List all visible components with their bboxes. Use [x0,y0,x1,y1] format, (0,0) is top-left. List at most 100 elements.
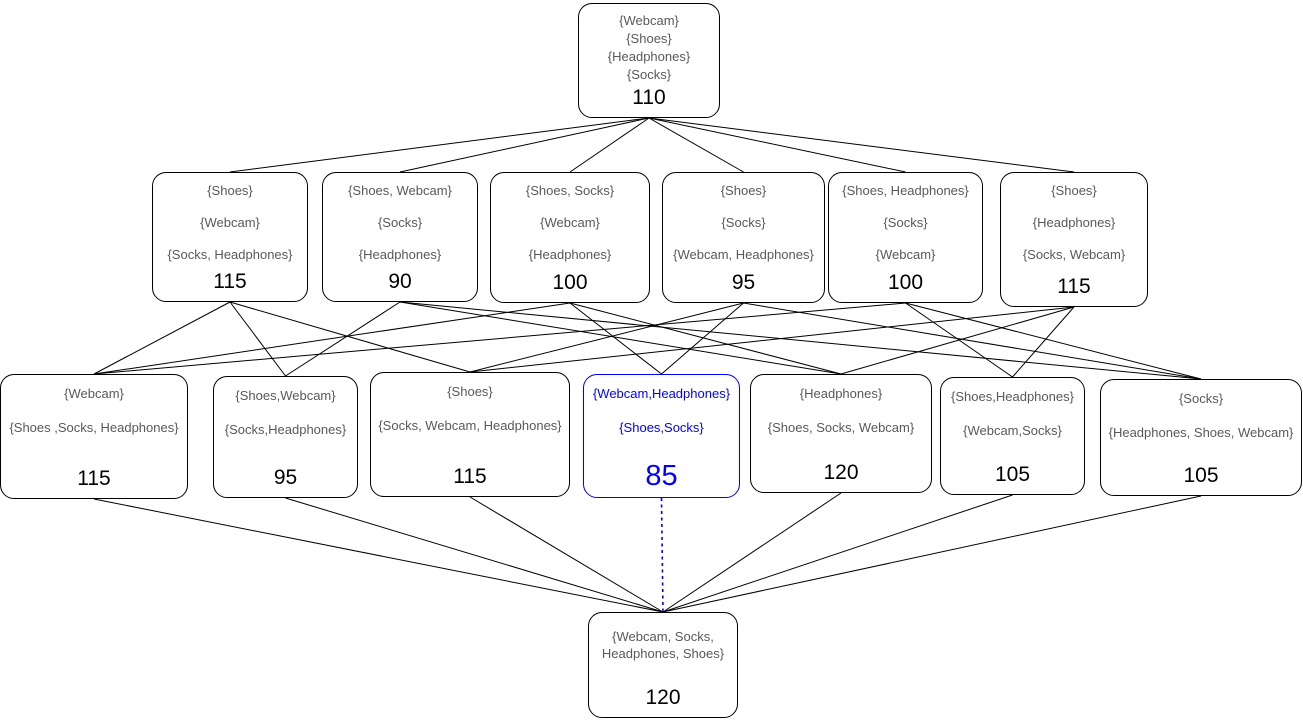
group-label: {Shoes,Socks} [619,420,704,435]
edge-line [285,301,401,377]
node-group-list: {Shoes, Headphones}{Socks}{Webcam} [829,173,982,262]
node-cost-highlighted: 85 [645,460,678,492]
node-cost: 100 [887,271,924,294]
group-label: {Webcam, Headphones} [673,247,814,262]
group-label: {Webcam} [875,247,936,262]
group-label: {Webcam,Socks} [963,423,1062,438]
partition-node-d[interactable]: {Shoes} {Socks} {Webcam, Headphones} 95 [662,172,825,303]
group-label: {Shoes,Headphones} [951,389,1074,404]
edge-line [93,302,571,375]
edge-line [93,301,231,375]
partition-node-n1[interactable]: {Webcam} {Shoes ,Socks, Headphones} 115 [0,374,188,499]
node-group-list: {Webcam}{Shoes}{Headphones}{Socks} [579,4,719,83]
group-label: {Shoes} [1051,183,1097,198]
node-cost: 120 [645,686,681,709]
partition-node-f[interactable]: {Shoes} {Headphones} {Socks, Webcam} 115 [1000,172,1148,307]
node-cost: 115 [453,465,487,488]
edge-line [662,492,842,613]
partition-node-e[interactable]: {Shoes, Headphones}{Socks}{Webcam}100 [828,172,983,303]
partition-node-n7[interactable]: {Socks} {Headphones, Shoes, Webcam} 105 [1100,379,1302,496]
partition-node-n2[interactable]: {Shoes,Webcam}{Socks,Headphones}95 [213,376,358,498]
edge-line [743,302,1202,380]
partition-node-n4[interactable]: {Webcam,Headphones} {Shoes,Socks} 85 [583,374,740,498]
group-label: {Headphones} [528,247,612,262]
group-label: {Socks} [883,215,928,230]
node-group-list: {Shoes} {Webcam} {Socks, Headphones} [153,173,307,262]
group-label: {Headphones, Shoes, Webcam} [1108,425,1294,440]
edge-line [229,301,286,377]
partition-node-sink[interactable]: {Webcam, Socks, Headphones, Shoes} 120 [588,612,738,718]
edge-line [229,117,650,173]
group-label: {Webcam} [64,386,124,401]
edge-line [469,496,664,613]
group-label: {Socks} [377,215,423,230]
node-cost: 115 [77,467,111,490]
group-label: {Socks, Webcam} [1022,247,1126,262]
node-group-list: {Webcam,Headphones} {Shoes,Socks} [584,375,739,435]
group-label: {Webcam} [619,13,679,28]
node-group-list: {Shoes,Headphones} {Webcam,Socks} [941,378,1084,438]
node-cost: 95 [731,271,756,294]
partition-node-b[interactable]: {Shoes, Webcam}{Socks}{Headphones}90 [322,172,478,302]
edge-line [662,495,1202,613]
group-label: {Headphones} [799,386,883,401]
node-group-list: {Shoes}{Socks, Webcam, Headphones} [371,373,569,433]
group-label: {Shoes, Webcam} [348,183,452,198]
edge-line [399,117,650,173]
edge-line [469,302,744,373]
partition-node-n6[interactable]: {Shoes,Headphones}{Webcam,Socks}105 [940,377,1085,495]
edge-line [840,306,1075,375]
node-cost: 110 [632,86,666,109]
node-cost: 115 [1057,275,1091,298]
group-label: {Shoes ,Socks, Headphones} [9,420,179,435]
node-group-list: {Shoes} {Headphones} {Socks, Webcam} [1001,173,1147,262]
group-label: {Headphones} [1032,215,1116,230]
group-label: {Webcam,Headphones} [592,386,731,401]
group-label: {Shoes} [207,183,253,198]
edge-line [648,117,1075,173]
group-label: {Shoes} [447,384,493,399]
node-cost: 115 [213,270,247,293]
edge-line [569,302,662,375]
group-label: {Socks} [1178,391,1224,406]
node-group-list: {Shoes, Socks} {Webcam} {Headphones} [491,173,649,262]
edge-line [648,117,744,173]
edge-line [229,301,471,373]
node-cost: 120 [823,461,859,484]
node-group-list: {Headphones} {Shoes, Socks, Webcam} [751,375,931,435]
edge-line [569,117,650,173]
partition-node-n3[interactable]: {Shoes}{Socks, Webcam, Headphones} 115 [370,372,570,497]
group-label: {Socks, Headphones} [167,247,293,262]
node-cost: 100 [552,271,588,294]
partition-node-c[interactable]: {Shoes, Socks} {Webcam} {Headphones} 100 [490,172,650,303]
group-label: {Webcam} [540,215,600,230]
node-cost: 105 [1183,464,1219,487]
partition-node-n5[interactable]: {Headphones} {Shoes, Socks, Webcam} 120 [750,374,932,493]
group-label: {Socks,Headphones} [224,422,347,437]
edge-line [285,497,664,613]
group-label: {Socks} [721,215,766,230]
node-group-list: {Shoes} {Socks} {Webcam, Headphones} [663,173,824,262]
node-group-list: {Webcam, Socks, Headphones, Shoes} [589,613,737,662]
node-group-list: {Webcam} {Shoes ,Socks, Headphones} [1,375,187,435]
edge-line [661,302,744,375]
group-label: {Shoes, Socks} [525,183,615,198]
node-cost: 90 [388,270,412,293]
edge-line [662,494,1013,613]
group-label: {Shoes} [626,31,672,46]
partition-node-root[interactable]: {Webcam}{Shoes}{Headphones}{Socks}110 [578,3,720,118]
edge-line [399,301,1202,380]
group-label: {Shoes, Socks, Webcam} [767,420,915,435]
edge-line [648,117,906,173]
group-label: {Headphones} [607,49,691,64]
node-group-list: {Shoes, Webcam}{Socks}{Headphones} [323,173,477,262]
group-label: {Webcam} [200,215,260,230]
edge-line [905,302,1202,380]
edge-line [93,498,664,613]
edge-line [1012,306,1075,378]
partition-node-a[interactable]: {Shoes} {Webcam} {Socks, Headphones} 115 [152,172,308,302]
group-label: {Shoes} [720,183,767,198]
